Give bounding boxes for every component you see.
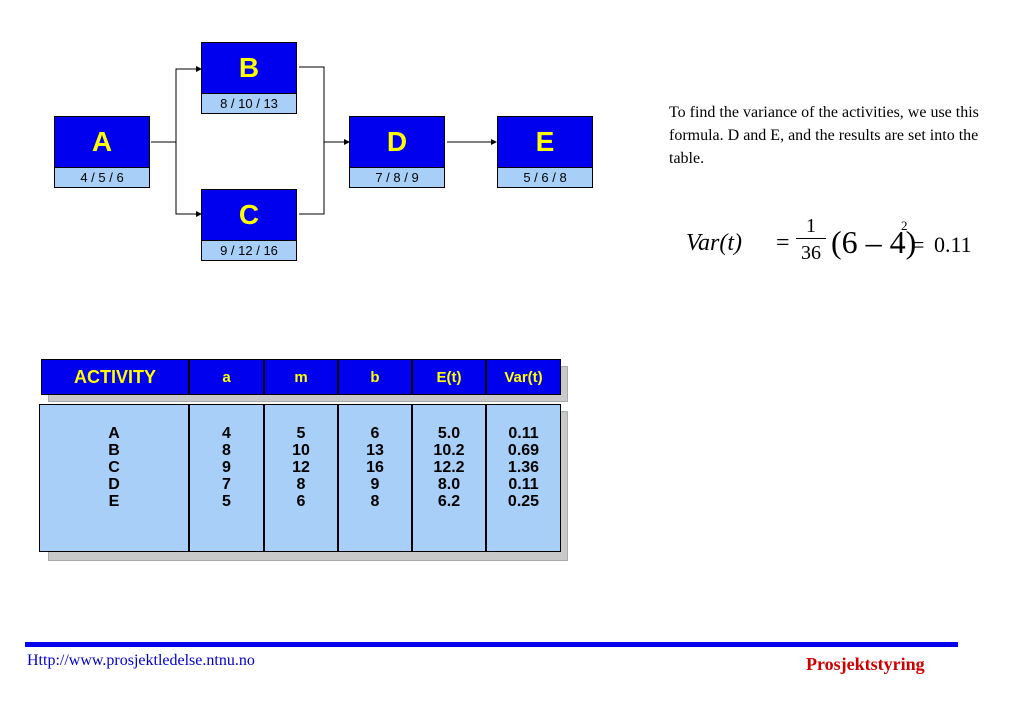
edge-a-b <box>151 66 202 143</box>
header-m: m <box>264 359 338 395</box>
table-cell: 0.11 <box>508 476 539 493</box>
table-cell: 9 <box>222 459 231 476</box>
table-cell: 6 <box>370 425 380 442</box>
formula-numerator: 1 <box>796 214 826 239</box>
table-cell: 7 <box>222 476 231 493</box>
node-b: B <box>201 42 297 94</box>
formula-equals: = <box>776 230 790 256</box>
edge-a-c <box>175 142 202 217</box>
table-cell: 5 <box>296 425 306 442</box>
footer-url-link[interactable]: Http://www.prosjektledelse.ntnu.no <box>27 652 255 669</box>
node-d-estimates: 7 / 8 / 9 <box>349 168 445 188</box>
table-cell: 8 <box>370 493 380 510</box>
node-a-estimates: 4 / 5 / 6 <box>54 168 150 188</box>
node-d: D <box>349 116 445 168</box>
table-cell: 12.2 <box>433 459 465 476</box>
table-cell: 6 <box>296 493 306 510</box>
table-cell: 9 <box>370 476 380 493</box>
table-cell: 0.25 <box>507 493 540 510</box>
edge-b-d <box>299 66 350 145</box>
formula-parenthesis: (6 – 4) <box>831 224 917 260</box>
node-e: E <box>497 116 593 168</box>
formula-equals-result: = <box>912 232 925 257</box>
table-cell: 8 <box>222 442 231 459</box>
table-cell: 4 <box>222 425 231 442</box>
table-cell: 10 <box>292 442 310 459</box>
header-a: a <box>189 359 264 395</box>
edge-c-d <box>299 142 325 215</box>
table-cell: D <box>108 476 120 493</box>
footer-divider <box>25 642 958 647</box>
table-cell: 10.2 <box>433 442 465 459</box>
table-cell: 0.11 <box>508 425 539 442</box>
column-variance: 0.11 0.69 1.36 0.11 0.25 <box>486 404 561 552</box>
table-cell: 6.2 <box>437 493 461 510</box>
column-m: 5 10 12 8 6 <box>264 404 338 552</box>
column-expected-time: 5.0 10.2 12.2 8.0 6.2 <box>412 404 486 552</box>
header-expected-time: E(t) <box>412 359 486 395</box>
node-c: C <box>201 189 297 241</box>
formula-result: 0.11 <box>934 232 972 257</box>
node-c-estimates: 9 / 12 / 16 <box>201 241 297 261</box>
formula-denominator: 36 <box>801 242 821 264</box>
formula-fraction: 1 36 <box>796 214 826 267</box>
formula-lhs: Var(t) <box>686 230 742 256</box>
table-cell: A <box>108 425 120 442</box>
column-a: 4 8 9 7 5 <box>189 404 264 552</box>
table-cell: 16 <box>366 459 384 476</box>
node-b-estimates: 8 / 10 / 13 <box>201 94 297 114</box>
column-b: 6 13 16 9 8 <box>338 404 412 552</box>
table-cell: 8 <box>296 476 306 493</box>
formula-exponent: 2 <box>901 218 908 233</box>
footer-brand: Prosjektstyring <box>806 654 925 674</box>
table-cell: E <box>108 493 120 510</box>
table-cell: 5.0 <box>437 425 461 442</box>
header-b: b <box>338 359 412 395</box>
table-cell: C <box>108 459 120 476</box>
table-cell: 5 <box>222 493 231 510</box>
table-cell: B <box>108 442 120 459</box>
table-cell: 12 <box>292 459 310 476</box>
column-activity: A B C D E <box>39 404 189 552</box>
variance-formula: Var(t) = 1 36 (6 – 4) 2 = 0.11 <box>686 210 1006 280</box>
table-cell: 0.69 <box>507 442 540 459</box>
header-variance: Var(t) <box>486 359 561 395</box>
header-activity: ACTIVITY <box>41 359 189 395</box>
node-a: A <box>54 116 150 168</box>
table-cell: 13 <box>366 442 384 459</box>
table-cell: 8.0 <box>437 476 461 493</box>
table-cell: 1.36 <box>507 459 540 476</box>
explanation-paragraph: To find the variance of the activities, … <box>669 104 979 167</box>
node-e-estimates: 5 / 6 / 8 <box>497 168 593 188</box>
